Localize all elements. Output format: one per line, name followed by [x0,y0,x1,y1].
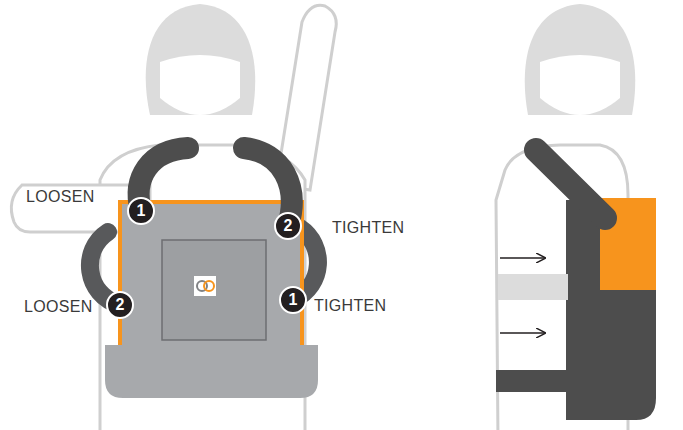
callout-number: 2 [284,218,293,234]
callout-number: 2 [116,297,125,313]
carrier-side [566,200,656,420]
face [540,55,620,115]
arm-side [498,274,568,300]
action-label: TIGHTEN [314,297,386,315]
logo-box [194,276,216,296]
waistband [105,345,318,398]
logo-ring [204,281,214,291]
panel-pocket [162,240,266,340]
shoulder-strap [536,150,605,218]
panel-edge [120,202,302,370]
callout-circle: 2 [274,212,302,240]
callout-circle: 1 [127,197,155,225]
head-hair [525,4,635,115]
action-label: LOOSEN [26,188,95,206]
push-arrow [500,332,545,334]
face [160,55,240,115]
callout-circle: 2 [106,291,134,319]
callout-number: 1 [289,292,298,308]
action-label: TIGHTEN [332,219,404,237]
carrier-panel [118,200,304,370]
push-arrow [500,257,545,259]
callout-number: 1 [137,203,146,219]
callout-circle: 1 [279,286,307,314]
action-label: LOOSEN [24,298,93,316]
waist-strap [496,370,570,392]
head-hair [146,4,256,115]
